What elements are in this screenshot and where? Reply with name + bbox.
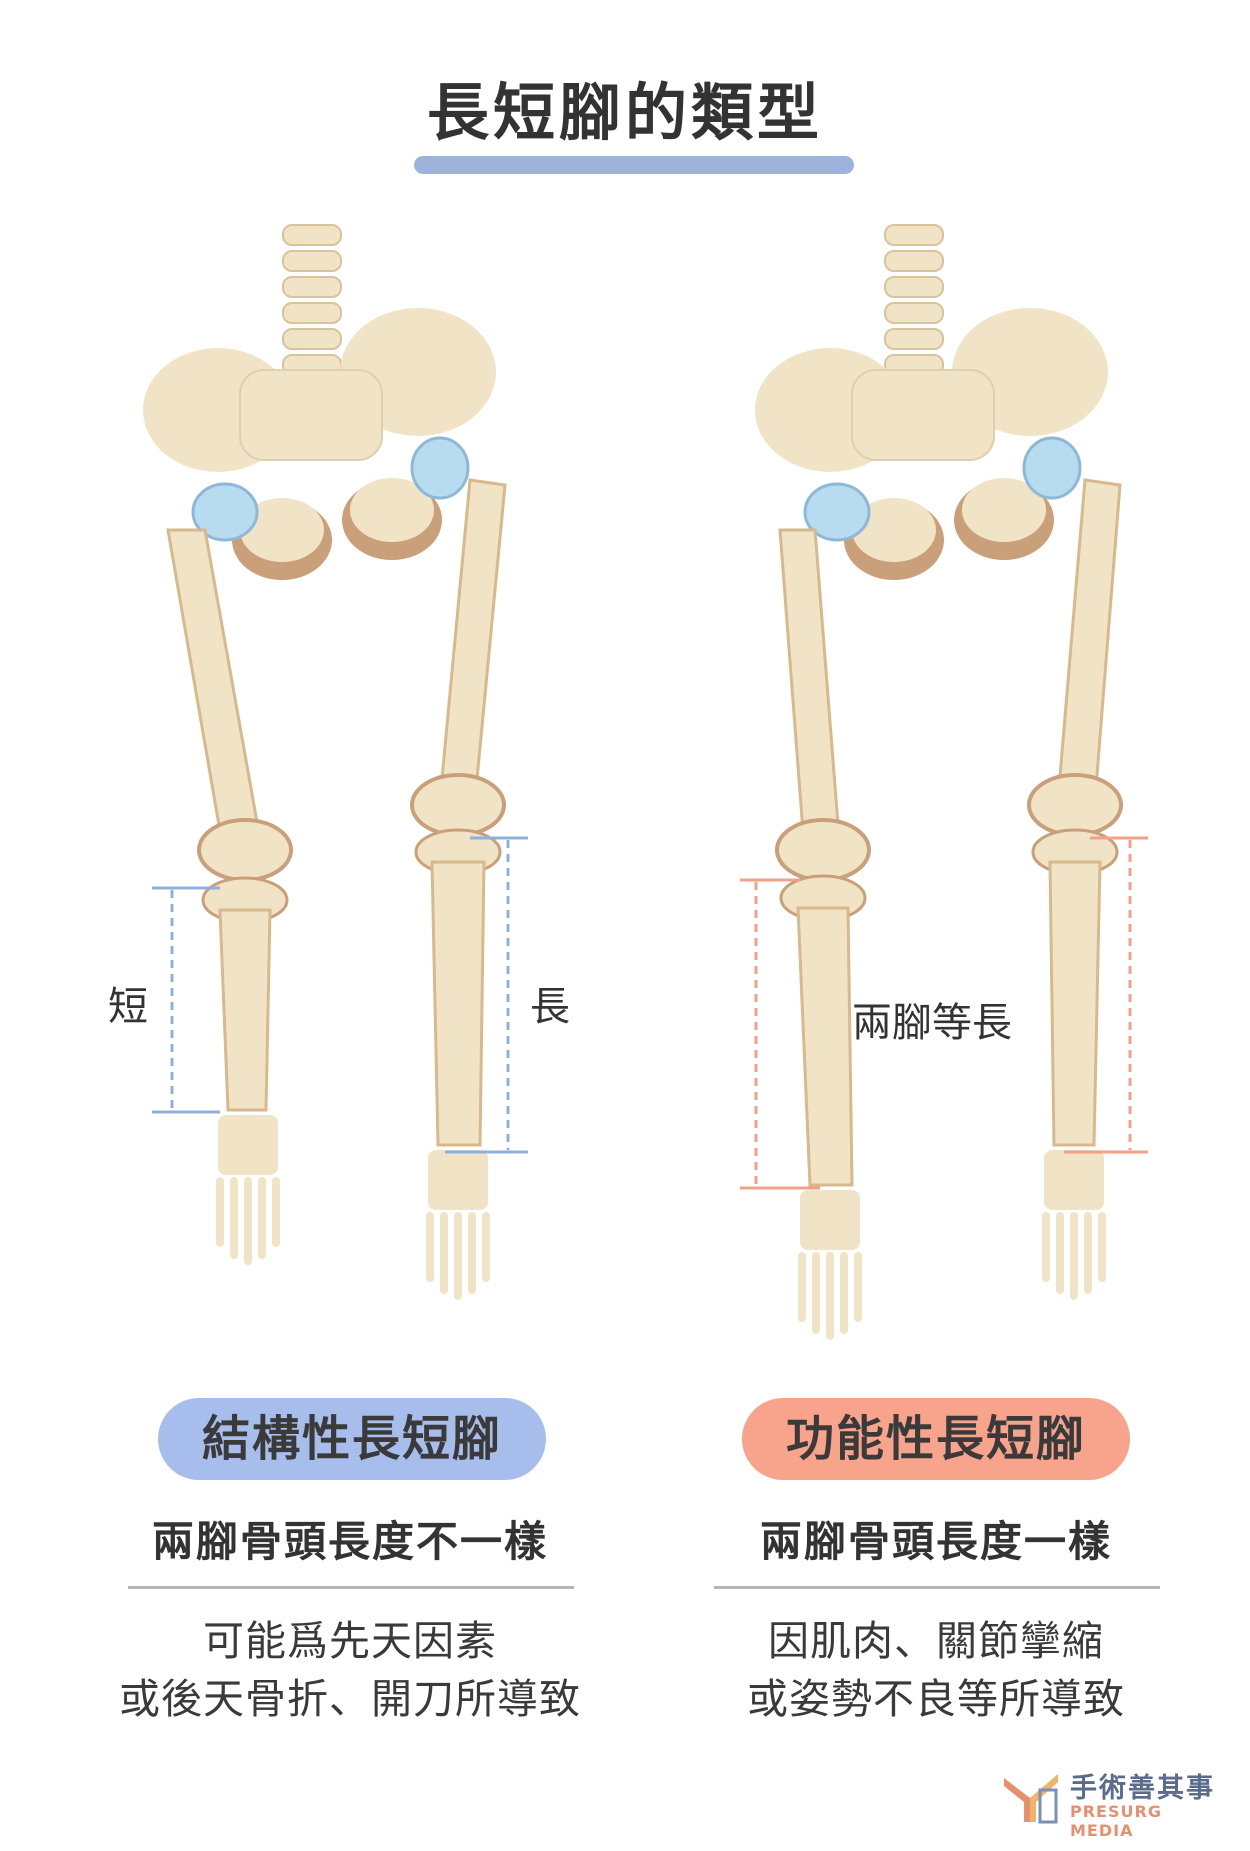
logo-mark-icon — [1004, 1774, 1058, 1824]
long-label: 長 — [530, 984, 570, 1030]
structural-desc-line2: 或後天骨折、開刀所導致 — [119, 1675, 581, 1723]
skeleton-illustration — [143, 224, 1148, 1340]
functional-pill: 功能性長短腳 — [742, 1398, 1130, 1480]
structural-desc-line1: 可能爲先天因素 — [203, 1617, 497, 1665]
right-skeleton — [740, 224, 1148, 1340]
logo-name-en: PRESURG MEDIA — [1070, 1802, 1162, 1840]
functional-divider — [714, 1586, 1160, 1589]
brand-logo: 手術善其事 PRESURG MEDIA — [1000, 1764, 1230, 1840]
functional-subtitle: 兩腳骨頭長度一樣 — [759, 1517, 1112, 1566]
short-label: 短 — [108, 984, 148, 1030]
structural-pill: 結構性長短腳 — [158, 1398, 546, 1480]
functional-desc-line2: 或姿勢不良等所導致 — [747, 1675, 1125, 1723]
structural-divider — [128, 1586, 574, 1589]
page-title: 長短腳的類型 — [426, 76, 823, 149]
structural-subtitle: 兩腳骨頭長度不一樣 — [151, 1517, 548, 1566]
title-underline — [414, 156, 854, 174]
left-skeleton — [143, 224, 528, 1300]
equal-length-label: 兩腳等長 — [852, 1000, 1012, 1046]
structural-description: 可能爲先天因素 或後天骨折、開刀所導致 — [80, 1612, 620, 1728]
logo-name-cn: 手術善其事 — [1070, 1773, 1215, 1804]
functional-description: 因肌肉、關節攣縮 或姿勢不良等所導致 — [666, 1612, 1206, 1728]
functional-desc-line1: 因肌肉、關節攣縮 — [768, 1617, 1104, 1665]
